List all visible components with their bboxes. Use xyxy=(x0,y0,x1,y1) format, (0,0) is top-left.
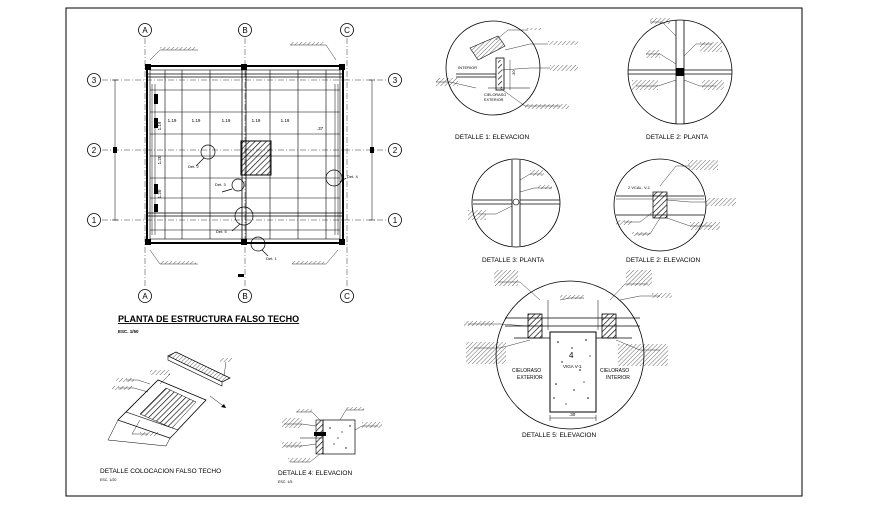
plan-view: A B C A B C 3 2 xyxy=(87,23,402,334)
callout-label: Det. 4 xyxy=(347,174,358,179)
plan-title: PLANTA DE ESTRUCTURA FALSO TECHO xyxy=(118,314,299,324)
ceiling-interior: INTERIOR xyxy=(606,375,630,381)
column-axis-a-top: A xyxy=(138,23,152,37)
ceiling-exterior: CIELORASO xyxy=(512,368,541,374)
detail-title: DETALLE 4: ELEVACION xyxy=(278,470,352,477)
detail-2-elevation: 2 VCAL. V-1 DETALLE 2: ELEVACION xyxy=(613,158,736,264)
axis-label: 2 xyxy=(92,146,97,155)
callout-label: Det. 3 xyxy=(215,182,226,187)
column-axis-b-bottom: B xyxy=(238,289,252,303)
detail2b-label: 2 VCAL. V-1 xyxy=(628,185,651,190)
detail-scale: ESC. 1/5 xyxy=(278,480,292,484)
beam-number: 4 xyxy=(569,351,574,360)
axis-label: B xyxy=(242,292,247,301)
detail-title: DETALLE 1: ELEVACION xyxy=(455,134,529,141)
hatched-opening xyxy=(240,140,272,176)
row-axis-2-right: 2 xyxy=(388,143,402,157)
axis-label: B xyxy=(242,26,247,35)
column-axis-b-top: B xyxy=(238,23,252,37)
ceiling-interior: CIELORASO xyxy=(600,368,629,374)
dimension-label: 1.19 xyxy=(192,118,201,123)
axis-label: C xyxy=(344,26,350,35)
axis-label: A xyxy=(142,292,148,301)
detail-4-elevation: DETALLE 4: ELEVACION ESC. 1/5 xyxy=(278,407,382,484)
detail1-interior: INTERIOR xyxy=(458,65,477,70)
callout-label: Det. 5 xyxy=(216,229,227,234)
column-axis-c-bottom: C xyxy=(340,289,354,303)
dimension-label: 1.20 xyxy=(157,155,162,164)
detail-title: DETALLE 5: ELEVACION xyxy=(522,432,596,439)
row-axis-1-right: 1 xyxy=(388,213,402,227)
dimension-label: 1.19 xyxy=(281,118,290,123)
dimension-label: 1.19 xyxy=(168,118,177,123)
detail-title: DETALLE COLOCACION FALSO TECHO xyxy=(100,468,221,475)
axis-label: 1 xyxy=(92,216,97,225)
detail-title: DETALLE 2: PLANTA xyxy=(646,134,709,141)
row-axis-2-left: 2 xyxy=(87,143,101,157)
row-axis-3-left: 3 xyxy=(87,73,101,87)
detail-1-elevation: .30 INTERIOR CIELORASO EXTERIOR DETALLE … xyxy=(436,20,578,141)
axis-label: A xyxy=(142,26,148,35)
detail-2-plan: DETALLE 2: PLANTA xyxy=(627,18,733,141)
dimension-label: 1.19 xyxy=(222,118,231,123)
callout-label: Det. 1 xyxy=(266,256,277,261)
detail-3-plan: DETALLE 3: PLANTA xyxy=(468,158,561,264)
dimension-label: .37 xyxy=(317,126,324,131)
beam-section xyxy=(549,331,597,413)
detail1-exterior: CIELORASO xyxy=(484,93,506,97)
axis-label: C xyxy=(344,292,350,301)
sheet-border xyxy=(65,7,803,497)
axis-label: 2 xyxy=(393,146,398,155)
dimension-label: .30 xyxy=(511,70,516,76)
column-axis-c-top: C xyxy=(340,23,354,37)
beam-label: VIGA V-1 xyxy=(563,364,582,369)
column-axis-a-bottom: A xyxy=(138,289,152,303)
dimension-label: 1.19 xyxy=(252,118,261,123)
detail1-exterior: EXTERIOR xyxy=(484,98,504,102)
row-axis-1-left: 1 xyxy=(87,213,101,227)
detail-title: DETALLE 2: ELEVACION xyxy=(626,257,700,264)
detail-installation-isometric: DETALLE COLOCACION FALSO TECHO ESC. 1/20 xyxy=(100,351,232,482)
axis-label: 3 xyxy=(393,76,398,85)
ceiling-exterior: EXTERIOR xyxy=(517,375,543,381)
plan-scale: ESC. 1/50 xyxy=(118,329,139,334)
detail-scale: ESC. 1/20 xyxy=(100,478,116,482)
detail-title: DETALLE 3: PLANTA xyxy=(482,257,545,264)
axis-label: 3 xyxy=(92,76,97,85)
beam-width: .30 xyxy=(569,412,576,417)
callout-label: Det. 2 xyxy=(188,164,199,169)
axis-label: 1 xyxy=(393,216,398,225)
dimension-label: 1.19 xyxy=(157,121,162,130)
row-axis-3-right: 3 xyxy=(388,73,402,87)
dimension-label: 1.20 xyxy=(157,189,162,198)
detail-5-elevation: 4 VIGA V-1 .30 CIELORASO EXTERIOR CIELOR… xyxy=(464,270,672,439)
